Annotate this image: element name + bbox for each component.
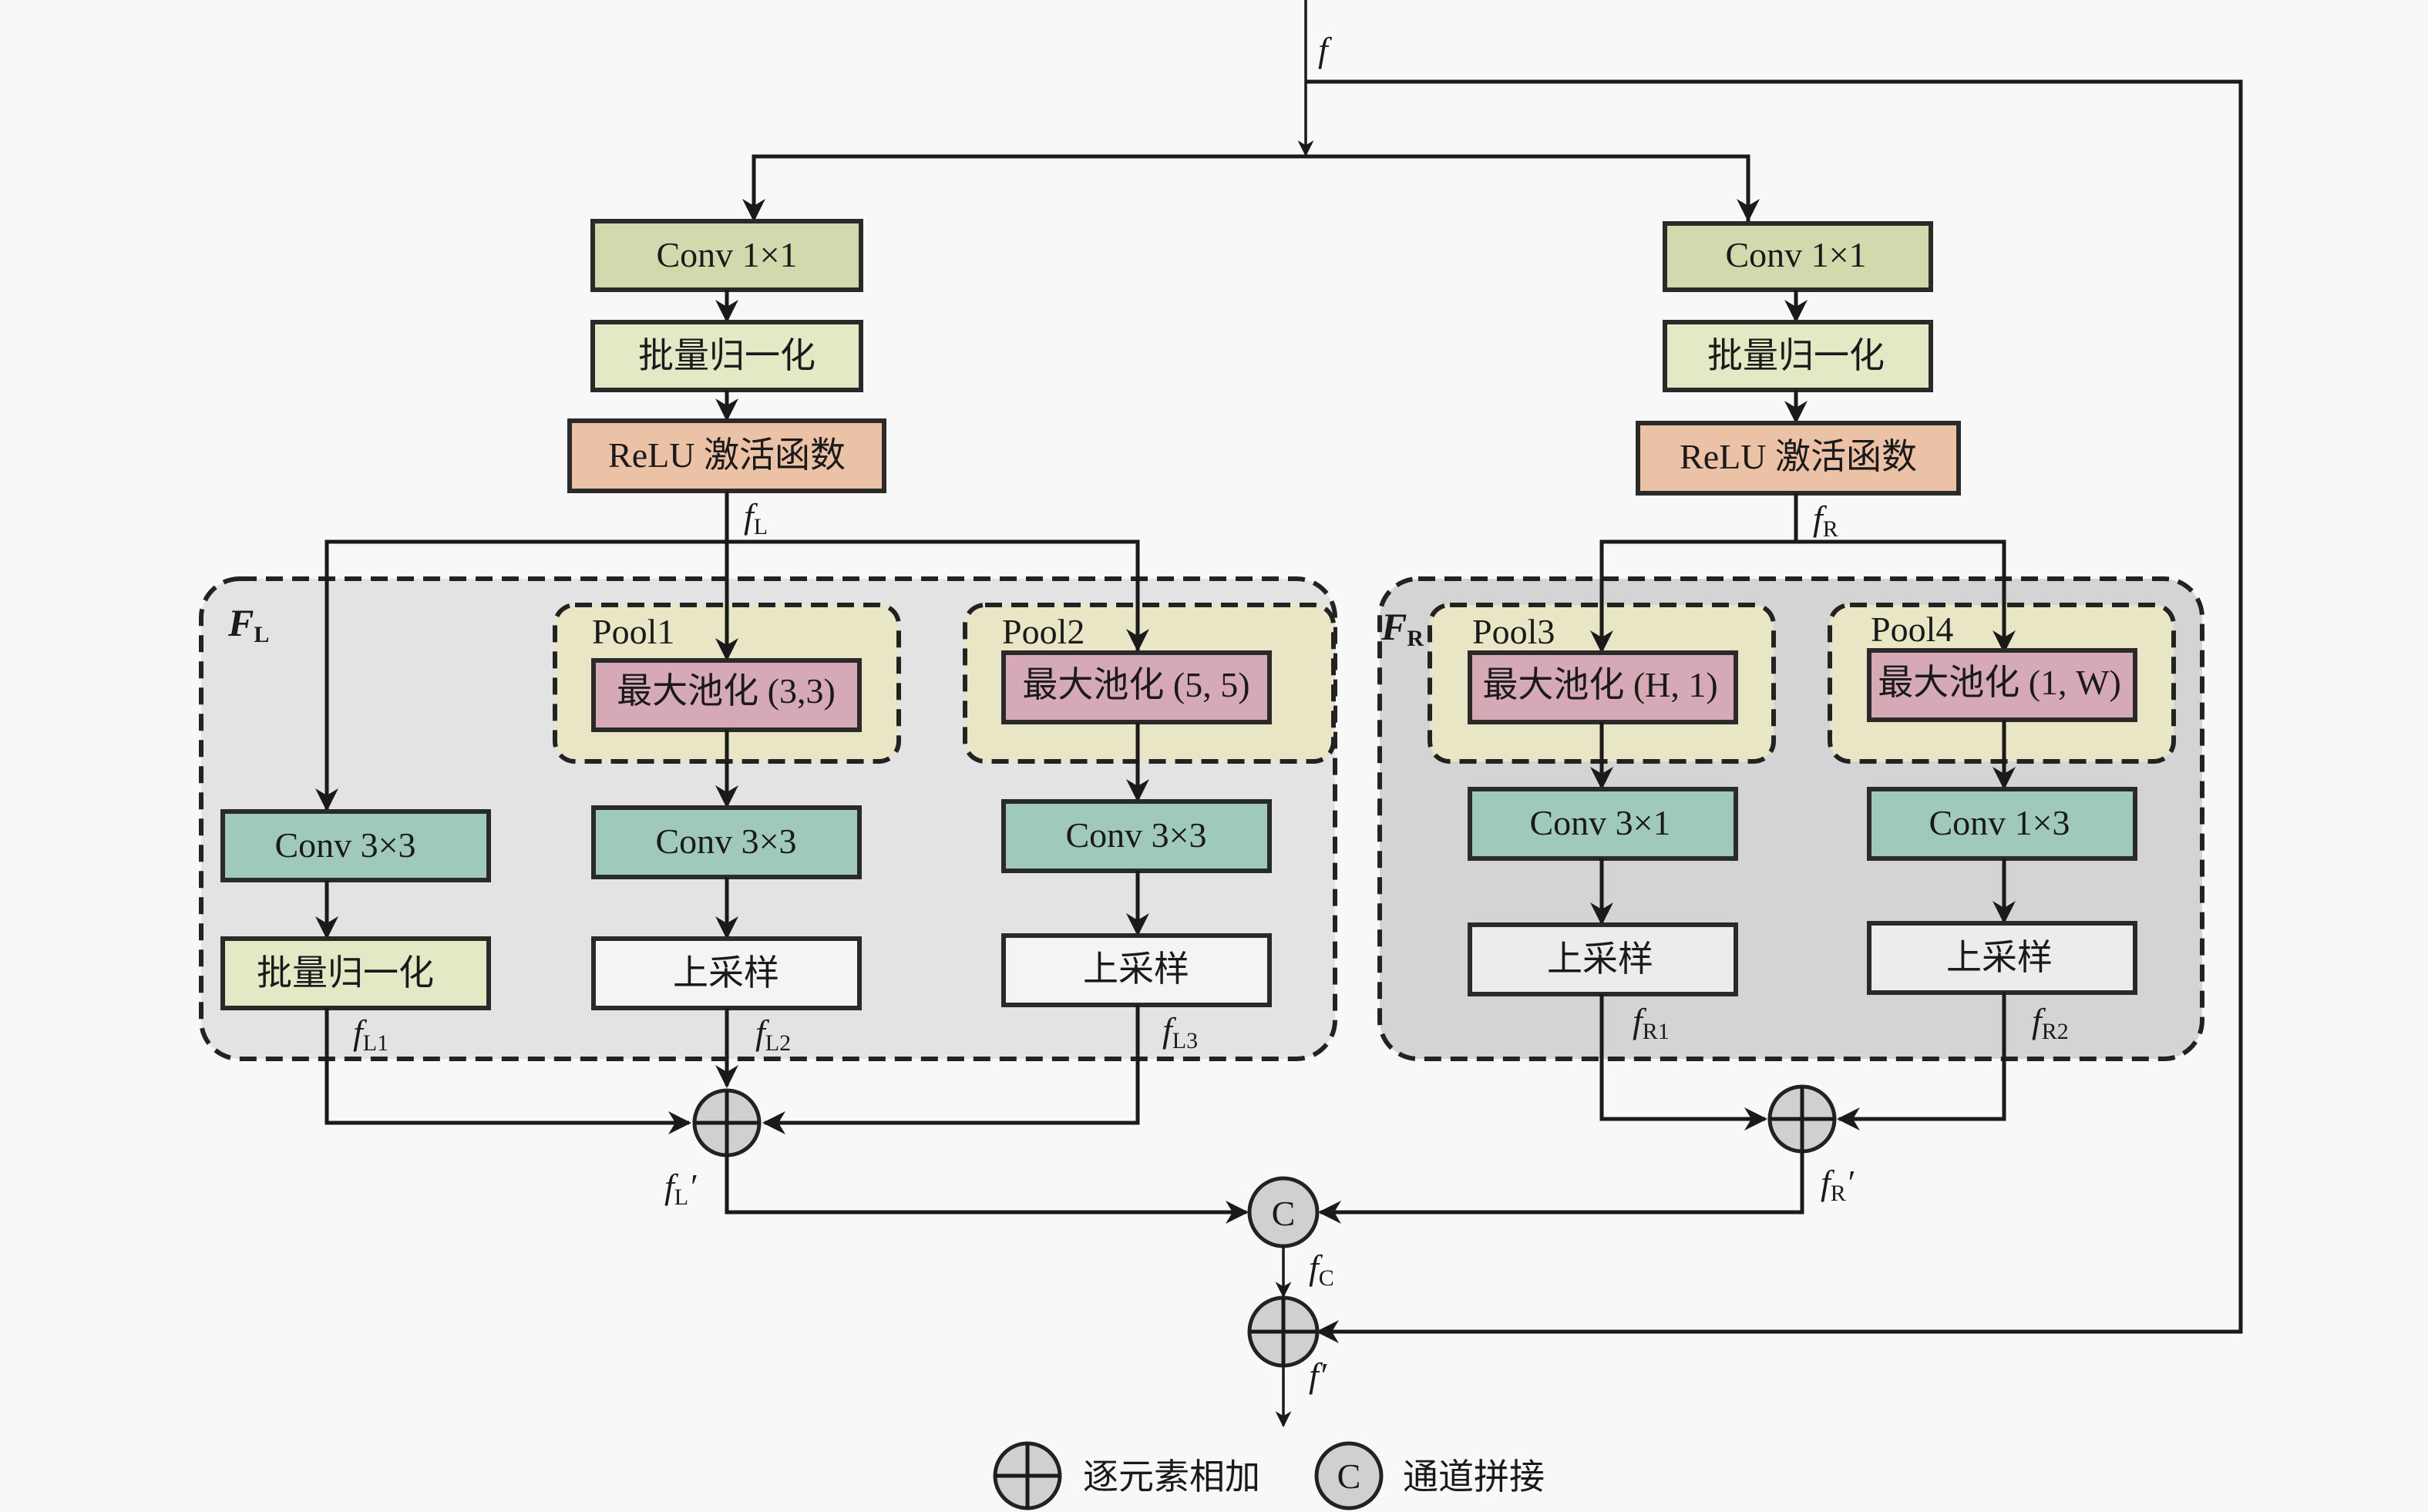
concat-symbol: C [1272, 1194, 1296, 1233]
left-p1-conv-label: Conv 3×3 [274, 825, 415, 865]
left-p2-up-label: 上采样 [673, 953, 779, 993]
left-p1-bn-label: 批量归一化 [257, 953, 434, 993]
left-p3-conv-label: Conv 3×3 [1065, 815, 1206, 855]
fL3-label: fL3 [1162, 1010, 1198, 1053]
legend-concat-symbol: C [1337, 1457, 1361, 1496]
right-p2-conv-box [1867, 787, 2137, 861]
legend-concat-icon: C [1314, 1441, 1384, 1510]
fR-prime-label: fR′ [1821, 1163, 1855, 1206]
right-conv1x1-label: Conv 1×1 [1725, 235, 1866, 274]
region-left-label: FL [227, 601, 269, 647]
fC-label: fC [1309, 1248, 1334, 1291]
left-p1-conv-box [220, 809, 491, 882]
fL-label: fL [744, 496, 768, 539]
fR1-line [1599, 994, 1767, 1131]
legend-add-icon [993, 1441, 1062, 1510]
region-right-label: FR [1380, 605, 1424, 651]
left-p2-conv-label: Conv 3×3 [655, 822, 796, 861]
pool1-box [591, 658, 862, 732]
add-node-right [1767, 1084, 1837, 1154]
right-relu-box [1636, 421, 1961, 496]
right-relu-label: ReLU 激活函数 [1680, 437, 1917, 476]
concat-node: C [1247, 1176, 1320, 1248]
right-p1-up-box [1468, 922, 1738, 996]
pool4-label: Pool4 [1871, 610, 1953, 649]
left-p3-up-label: 上采样 [1083, 949, 1189, 989]
output-label: f′ [1309, 1356, 1327, 1395]
residual-line [1306, 79, 2243, 1343]
pool3-box [1468, 650, 1738, 724]
pool2-box [1001, 650, 1272, 724]
left-p1-bn-box [220, 936, 491, 1010]
legend: 逐元素相加 C 通道拼接 [993, 1441, 1545, 1510]
pool3-label: Pool3 [1472, 612, 1555, 651]
right-p2-conv-label: Conv 1×3 [1929, 803, 2070, 842]
pool3-op-label: 最大池化 (H, 1) [1482, 665, 1717, 704]
fL1-line [325, 1008, 691, 1134]
fL-prime-line [725, 1155, 1249, 1224]
fL-prime-label: fL′ [664, 1167, 697, 1210]
left-relu-label: ReLU 激活函数 [608, 435, 846, 475]
left-fanout-line [325, 539, 1140, 809]
pool2-label: Pool2 [1002, 612, 1085, 651]
pool4-op-label: 最大池化 (1, W) [1878, 663, 2121, 702]
right-bn-box [1663, 320, 1933, 392]
right-fanout-line [1599, 539, 2006, 651]
fL1-label: fL1 [353, 1013, 388, 1056]
left-conv1x1-label: Conv 1×1 [656, 235, 797, 274]
fL3-line [762, 1005, 1140, 1134]
pool1-op-label: 最大池化 (3,3) [617, 671, 836, 711]
fR2-line [1837, 993, 2006, 1131]
left-bn-label: 批量归一化 [638, 336, 815, 375]
legend-add-label: 逐元素相加 [1083, 1457, 1260, 1497]
fR-prime-line [1318, 1151, 1804, 1224]
right-conv1x1-box [1663, 221, 1933, 292]
right-p1-up-label: 上采样 [1547, 939, 1653, 979]
pool2-op-label: 最大池化 (5, 5) [1022, 665, 1249, 704]
input-label: f [1318, 30, 1333, 69]
fR-label: fR [1813, 499, 1838, 542]
right-p2-up-label: 上采样 [1946, 938, 2053, 977]
pool1-label: Pool1 [592, 612, 674, 651]
add-node-left [692, 1088, 762, 1158]
right-p1-conv-label: Conv 3×1 [1529, 803, 1670, 842]
add-node-final [1247, 1295, 1320, 1368]
right-bn-label: 批量归一化 [1707, 336, 1885, 375]
split-line [752, 154, 1750, 221]
legend-concat-label: 通道拼接 [1403, 1457, 1545, 1497]
